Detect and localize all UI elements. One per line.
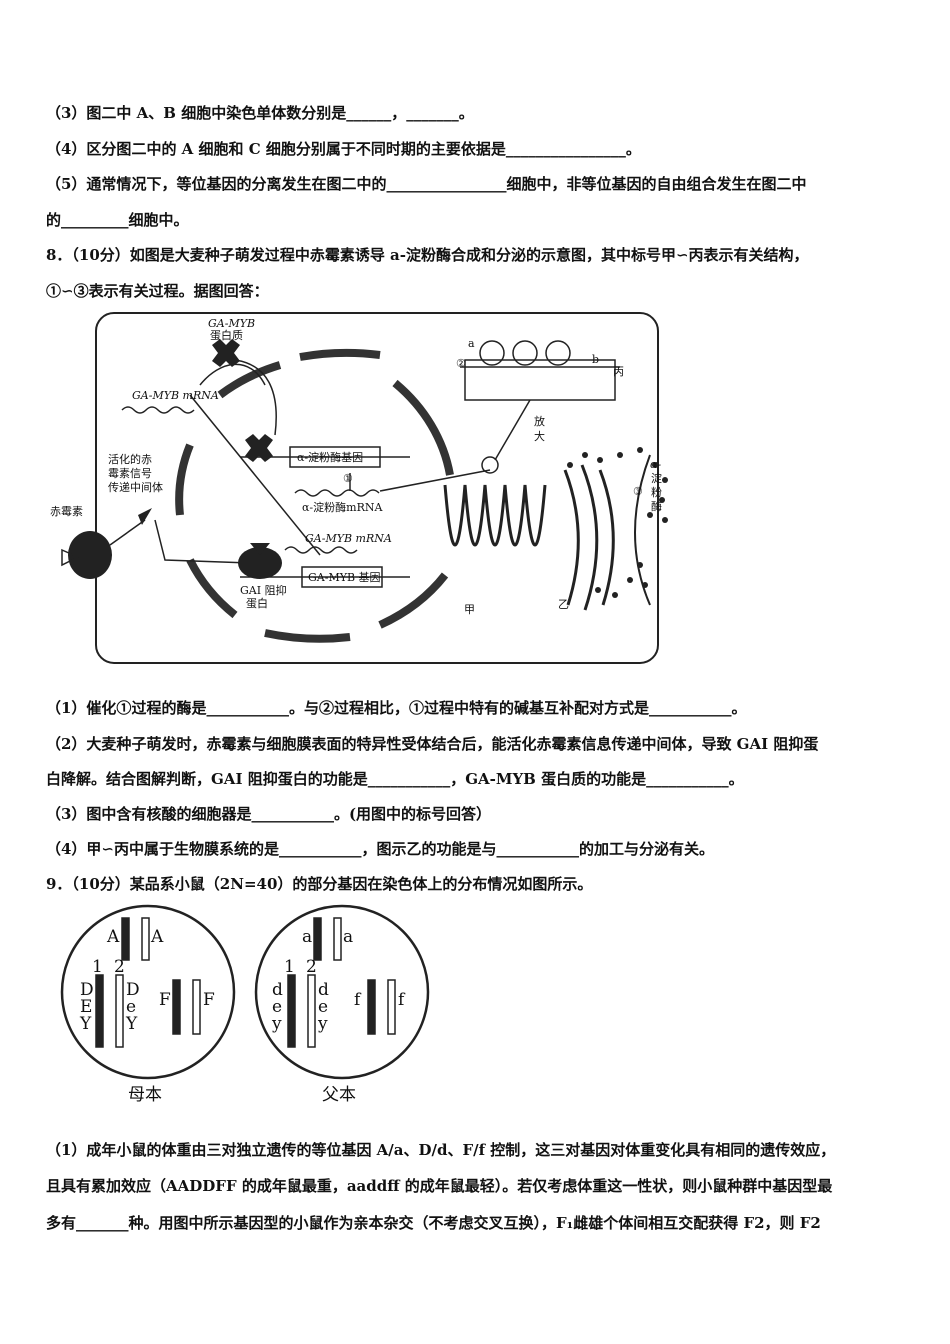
question-4-text: （4）区分图二中的 A 细胞和 C 细胞分别属于不同时期的主要依据是______… (46, 140, 641, 158)
q8-part2-cont: 白降解。结合图解判断，GAI 阻抑蛋白的功能是___________，GA-MY… (46, 770, 744, 788)
mother-gene-A2: A (150, 927, 164, 947)
father-caption: 父本 (322, 1085, 356, 1105)
step-1-label: ① (343, 472, 353, 485)
mother-gene-F1: F (159, 990, 171, 1010)
magnify-label-2: 大 (534, 429, 545, 443)
question-8-intro-cont: ①∽③表示有关过程。据图回答： (46, 282, 269, 300)
gibberellin-amylase-diagram: GA-MYB 蛋白质 GA-MYB mRNA α-淀粉酶基因 ① α-淀粉酶mR… (50, 312, 668, 664)
father-chrom2-gene-e: e (318, 997, 328, 1017)
signal-label-3: 传递中间体 (108, 480, 163, 494)
gamyb-mrna-bottom-label: GA-MYB mRNA (305, 532, 392, 545)
chromosome-diagram: A A 1 2 D E Y D e Y F F 母本 a a 1 2 d e y… (60, 904, 430, 1105)
gamyb-protein-label-2: 蛋白质 (210, 328, 243, 342)
question-8-intro: 8．（10分）如图是大麦种子萌发过程中赤霉素诱导 a-淀粉酶合成和分泌的示意图，… (46, 246, 809, 264)
amylase-label-4: 酶 (651, 500, 662, 513)
question-3-text: （3）图二中 A、B 细胞中染色单体数分别是______，_______。 (46, 104, 474, 122)
step-3-label: ③ (633, 485, 643, 498)
mother-chrom-num-1: 1 (92, 957, 103, 977)
q9-part1: （1）成年小鼠的体重由三对独立遗传的等位基因 A/a、D/d、F/f 控制，这三… (46, 1141, 836, 1159)
mother-caption: 母本 (128, 1085, 162, 1105)
father-chrom-num-1: 1 (284, 957, 295, 977)
gibberellin-label: 赤霉素 (50, 505, 83, 518)
father-chrom2-gene-y: y (317, 1014, 328, 1034)
mother-chrom2-gene-e: e (126, 997, 136, 1017)
father-gene-f2: f (398, 990, 406, 1010)
mother-chrom1-gene-E: E (80, 997, 92, 1017)
label-b: b (592, 353, 599, 366)
mother-chrom1-gene-Y: Y (79, 1014, 92, 1034)
father-chrom1-gene-y: y (271, 1014, 282, 1034)
mother-gene-A1: A (106, 927, 120, 947)
q9-part1-cont2: 多有_______种。用图中所示基因型的小鼠作为亲本杂交（不考虑交叉互换），F₁… (46, 1214, 821, 1232)
mother-chrom1-gene-D: D (80, 980, 94, 1000)
father-chrom1-gene-d: d (272, 980, 283, 1000)
signal-label-1: 活化的赤 (108, 452, 152, 466)
father-gene-f1: f (354, 990, 362, 1010)
alpha-amylase-gene-label: α-淀粉酶基因 (297, 450, 363, 464)
gamyb-gene-label: GA-MYB 基因 (308, 571, 381, 584)
q8-part4: （4）甲∽丙中属于生物膜系统的是___________，图示乙的功能是与____… (46, 840, 715, 858)
father-gene-a2: a (343, 927, 353, 947)
q8-part1: （1）催化①过程的酶是___________。与②过程相比，①过程中特有的碱基互… (46, 699, 747, 717)
label-jia: 甲 (464, 603, 475, 616)
mother-chrom2-gene-Y: Y (125, 1014, 138, 1034)
amylase-label-1: α- (650, 458, 661, 471)
gamyb-protein-label-1: GA-MYB (208, 317, 255, 330)
label-a: a (468, 337, 475, 350)
label-bing: 丙 (613, 365, 624, 378)
mother-chrom2-gene-D: D (126, 980, 140, 1000)
signal-label-2: 霉素信号 (108, 467, 152, 480)
gai-protein-label-2: 蛋白 (246, 596, 268, 610)
amylase-label-2: 淀 (651, 471, 662, 485)
gamyb-mrna-top-label: GA-MYB mRNA (132, 389, 219, 402)
father-chrom-num-2: 2 (306, 957, 317, 977)
gai-protein-label-1: GAI 阻抑 (240, 583, 287, 597)
q8-part3: （3）图中含有核酸的细胞器是___________。(用图中的标号回答） (46, 805, 492, 823)
mother-chrom-num-2: 2 (114, 957, 125, 977)
mother-gene-F2: F (203, 990, 215, 1010)
amylase-label-3: 粉 (651, 486, 662, 499)
label-yi: 乙 (558, 598, 569, 611)
magnify-label-1: 放 (534, 414, 545, 428)
question-9-intro: 9．（10分）某品系小鼠（2N=40）的部分基因在染色体上的分布情况如图所示。 (46, 875, 593, 893)
question-5-text-cont: 的_________细胞中。 (46, 211, 189, 229)
father-gene-a1: a (302, 927, 312, 947)
father-chrom2-gene-d: d (318, 980, 329, 1000)
question-5-text: （5）通常情况下，等位基因的分离发生在图二中的________________细… (46, 175, 807, 193)
alpha-amylase-mrna-label: α-淀粉酶mRNA (302, 500, 383, 514)
q8-part2: （2）大麦种子萌发时，赤霉素与细胞膜表面的特异性受体结合后，能活化赤霉素信息传递… (46, 735, 819, 753)
q9-part1-cont: 且具有累加效应（AADDFF 的成年鼠最重，aaddff 的成年鼠最轻）。若仅考… (46, 1177, 833, 1195)
step-2-label: ② (456, 357, 466, 370)
father-chrom1-gene-e: e (272, 997, 282, 1017)
